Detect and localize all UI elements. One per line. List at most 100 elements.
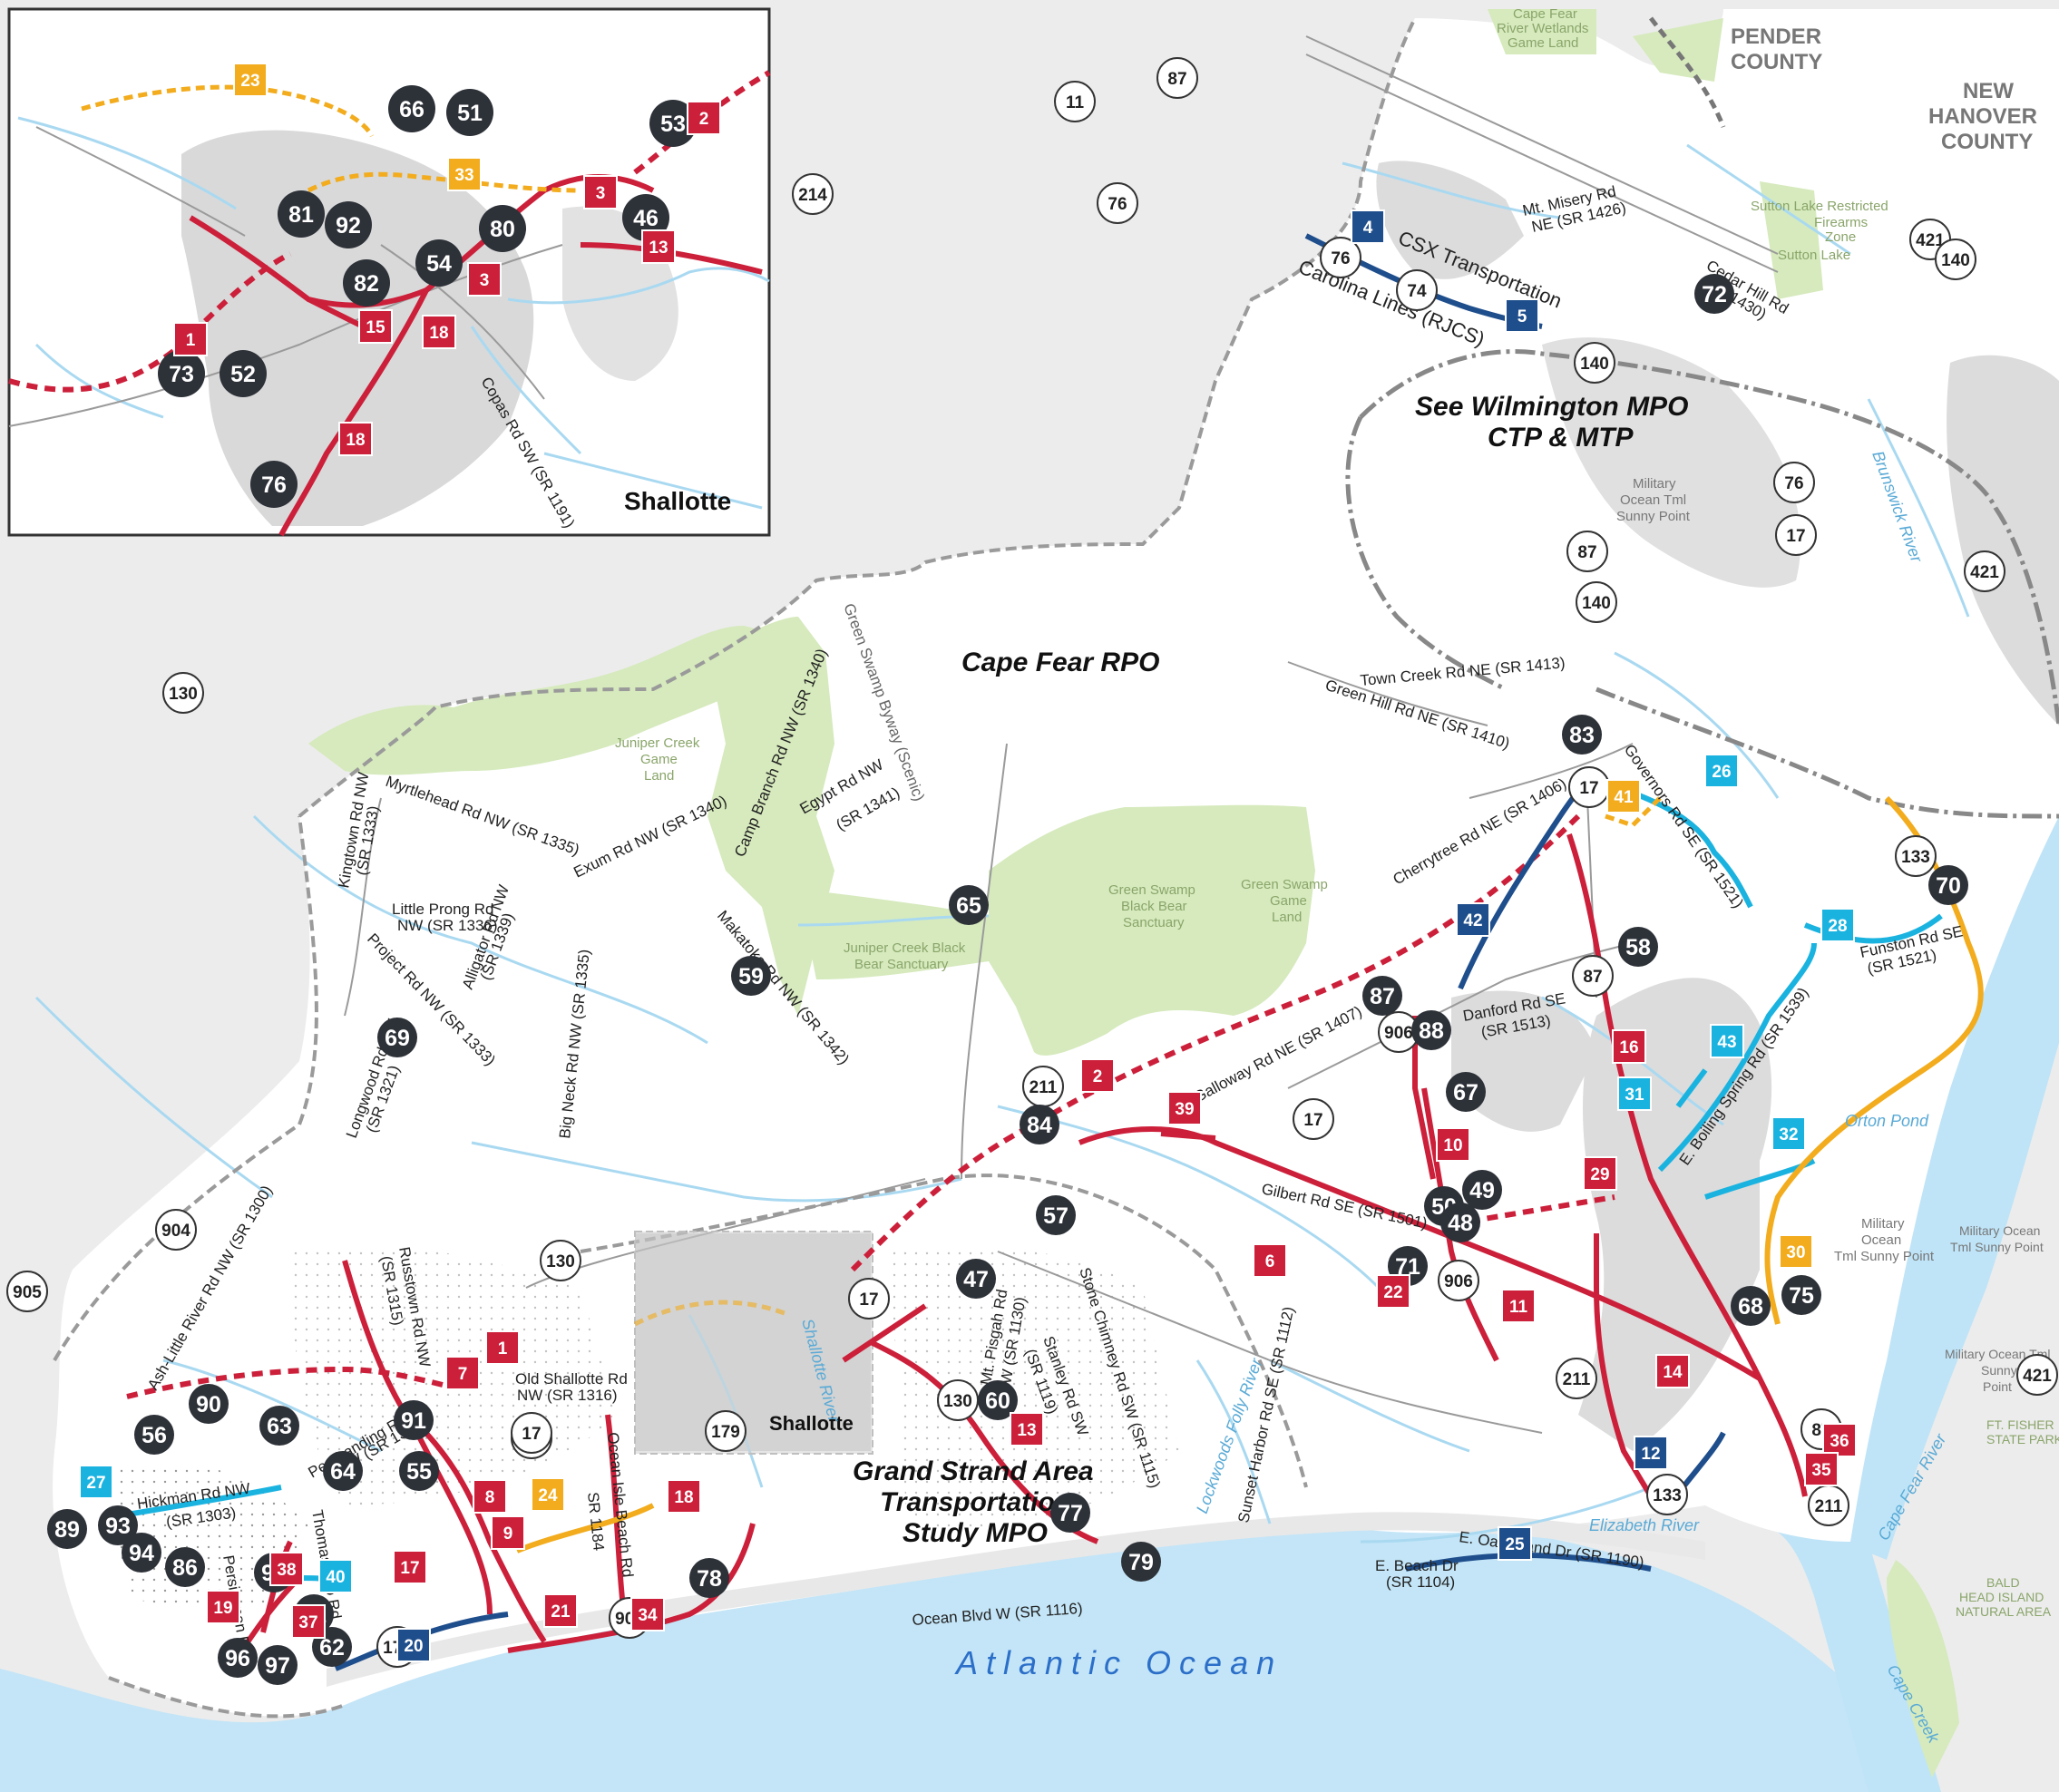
project-square[interactable]: 1 <box>485 1330 520 1365</box>
project-square[interactable]: 5 <box>1505 298 1539 333</box>
project-square[interactable]: 26 <box>1704 754 1739 788</box>
project-circle[interactable]: 70 <box>1928 865 1968 905</box>
inset-project-square[interactable]: 3 <box>467 262 502 297</box>
project-square[interactable]: 32 <box>1771 1116 1806 1151</box>
project-circle[interactable]: 86 <box>165 1547 205 1587</box>
project-square[interactable]: 30 <box>1779 1234 1813 1269</box>
project-circle[interactable]: 94 <box>122 1533 161 1573</box>
project-circle[interactable]: 72 <box>1694 274 1734 314</box>
inset-project-circle[interactable]: 92 <box>325 201 372 248</box>
inset-project-circle[interactable]: 66 <box>388 85 435 132</box>
project-circle[interactable]: 88 <box>1411 1010 1451 1050</box>
inset-project-circle[interactable]: 80 <box>479 205 526 252</box>
inset-project-circle[interactable]: 52 <box>220 350 267 397</box>
project-square[interactable]: 28 <box>1820 908 1855 942</box>
project-square[interactable]: 7 <box>445 1356 480 1390</box>
project-square[interactable]: 17 <box>393 1550 427 1584</box>
project-square[interactable]: 39 <box>1167 1091 1202 1125</box>
project-square[interactable]: 25 <box>1498 1526 1532 1561</box>
project-square[interactable]: 34 <box>630 1597 665 1631</box>
project-square[interactable]: 38 <box>269 1552 304 1586</box>
project-square[interactable]: 9 <box>491 1515 525 1550</box>
project-square[interactable]: 14 <box>1655 1354 1690 1388</box>
project-square[interactable]: 4 <box>1351 209 1385 244</box>
project-square[interactable]: 31 <box>1617 1076 1652 1111</box>
project-circle[interactable]: 47 <box>956 1259 996 1299</box>
project-square[interactable]: 8 <box>473 1479 507 1514</box>
project-square[interactable]: 24 <box>531 1477 565 1512</box>
project-square[interactable]: 42 <box>1456 902 1490 937</box>
project-circle[interactable]: 65 <box>949 885 989 925</box>
project-number: 21 <box>551 1602 571 1622</box>
project-circle[interactable]: 90 <box>189 1384 229 1424</box>
project-square[interactable]: 29 <box>1583 1156 1617 1191</box>
project-square[interactable]: 27 <box>79 1465 113 1499</box>
project-circle[interactable]: 96 <box>218 1638 258 1678</box>
project-number: 72 <box>1702 282 1727 307</box>
inset-project-circle[interactable]: 76 <box>250 461 298 508</box>
project-circle[interactable]: 55 <box>399 1451 439 1491</box>
inset-project-square[interactable]: 15 <box>358 309 393 344</box>
inset-project-square[interactable]: 3 <box>583 175 618 209</box>
project-circle[interactable]: 68 <box>1731 1286 1771 1326</box>
project-circle[interactable]: 60 <box>978 1380 1018 1420</box>
project-circle[interactable]: 78 <box>689 1558 729 1598</box>
inset-project-square[interactable]: 13 <box>641 229 676 264</box>
inset-project-square[interactable]: 1 <box>173 322 208 356</box>
project-circle[interactable]: 93 <box>98 1505 138 1545</box>
project-circle[interactable]: 83 <box>1562 715 1602 755</box>
project-circle[interactable]: 69 <box>377 1018 417 1057</box>
project-circle[interactable]: 64 <box>323 1451 363 1491</box>
inset-project-circle[interactable]: 51 <box>446 89 493 136</box>
project-square[interactable]: 43 <box>1710 1024 1744 1058</box>
project-circle[interactable]: 59 <box>731 956 771 996</box>
project-square[interactable]: 37 <box>291 1604 326 1639</box>
project-square[interactable]: 6 <box>1253 1243 1287 1278</box>
project-square[interactable]: 41 <box>1606 779 1641 813</box>
inset-project-square[interactable]: 2 <box>687 101 721 135</box>
project-square[interactable]: 40 <box>318 1559 353 1593</box>
project-square[interactable]: 12 <box>1634 1436 1668 1470</box>
project-circle[interactable]: 62 <box>312 1627 352 1667</box>
project-circle[interactable]: 75 <box>1781 1275 1821 1315</box>
project-number: 40 <box>326 1568 345 1587</box>
project-square[interactable]: 21 <box>543 1593 578 1628</box>
project-circle[interactable]: 67 <box>1446 1072 1486 1112</box>
project-square[interactable]: 2 <box>1080 1058 1115 1093</box>
project-circle[interactable]: 49 <box>1462 1170 1502 1210</box>
project-circle[interactable]: 58 <box>1618 927 1658 967</box>
inset-project-square[interactable]: 18 <box>422 315 456 349</box>
project-square[interactable]: 18 <box>667 1479 701 1514</box>
project-square[interactable]: 13 <box>1010 1412 1044 1446</box>
inset-project-circle[interactable]: 73 <box>158 350 205 397</box>
project-square[interactable]: 20 <box>396 1628 431 1662</box>
inset-project-circle[interactable]: 81 <box>278 190 325 238</box>
inset-project-square[interactable]: 33 <box>447 157 482 191</box>
project-circle[interactable]: 89 <box>47 1509 87 1549</box>
project-number: 76 <box>261 472 287 498</box>
project-circle[interactable]: 63 <box>259 1406 299 1446</box>
project-square[interactable]: 19 <box>206 1590 240 1624</box>
inset-project-circle[interactable]: 53 <box>649 100 697 147</box>
project-square[interactable]: 22 <box>1376 1274 1410 1309</box>
inset-project-square[interactable]: 23 <box>233 63 268 97</box>
project-circle[interactable]: 97 <box>258 1645 298 1685</box>
project-circle[interactable]: 77 <box>1050 1493 1090 1533</box>
project-square[interactable]: 10 <box>1436 1127 1470 1162</box>
project-circle[interactable]: 87 <box>1362 976 1402 1016</box>
inset-project-square[interactable]: 18 <box>338 422 373 456</box>
project-square[interactable]: 35 <box>1804 1452 1839 1486</box>
highway-shield: 87 <box>1566 531 1608 572</box>
project-circle[interactable]: 84 <box>1020 1105 1059 1144</box>
project-square[interactable]: 36 <box>1822 1423 1857 1457</box>
label-baldhead-2: HEAD ISLAND <box>1959 1590 2044 1604</box>
project-circle[interactable]: 56 <box>134 1415 174 1455</box>
project-circle[interactable]: 48 <box>1440 1203 1480 1242</box>
inset-project-circle[interactable]: 82 <box>343 259 390 307</box>
project-square[interactable]: 16 <box>1612 1029 1646 1064</box>
project-square[interactable]: 11 <box>1501 1289 1536 1323</box>
project-circle[interactable]: 91 <box>394 1400 434 1440</box>
project-circle[interactable]: 79 <box>1121 1542 1161 1582</box>
inset-project-circle[interactable]: 54 <box>415 239 463 287</box>
project-circle[interactable]: 57 <box>1036 1195 1076 1235</box>
